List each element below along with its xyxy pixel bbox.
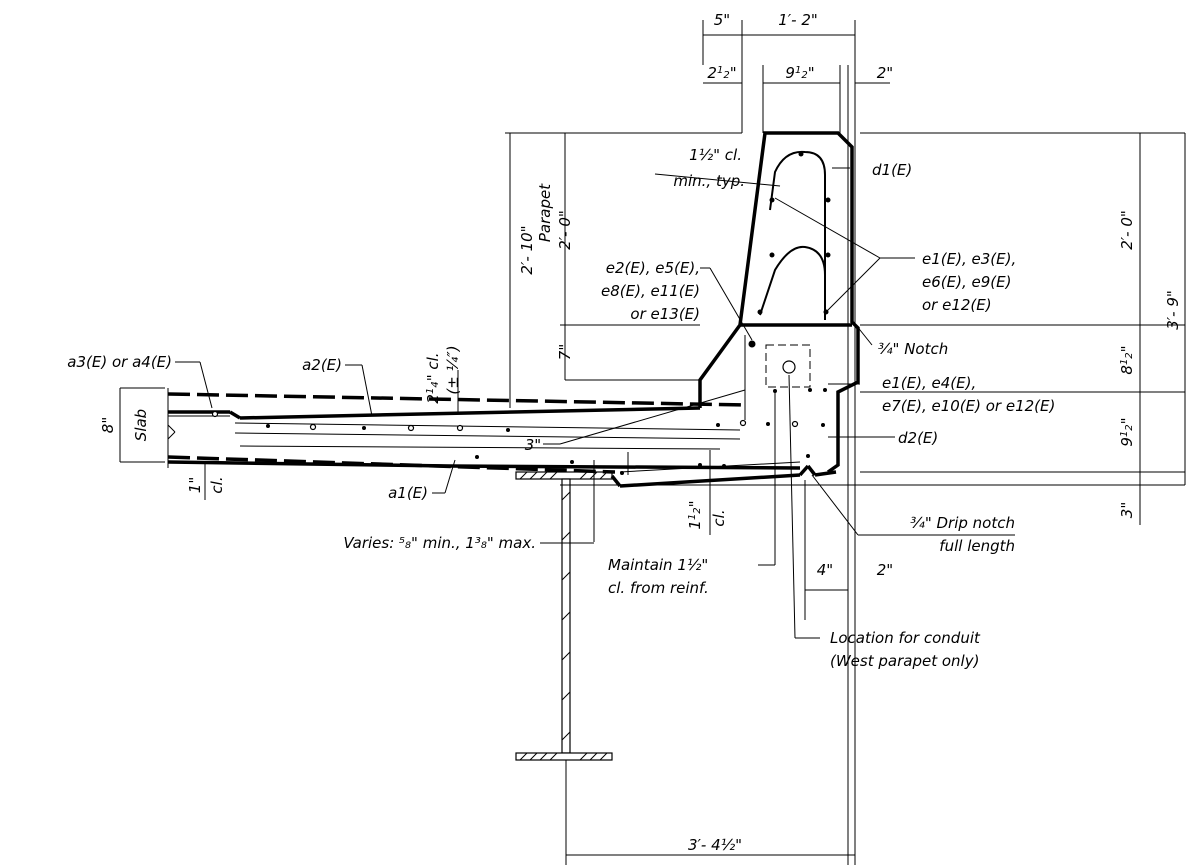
e2-group-line2: e8(E), e11(E) bbox=[601, 282, 700, 300]
dim-2-bottom: 2" bbox=[877, 561, 893, 579]
maintain-line1: Maintain 1½" bbox=[608, 556, 708, 574]
varies-label: Varies: ⁵₈" min., 1³₈" max. bbox=[343, 534, 536, 552]
top-dimensions bbox=[702, 20, 890, 865]
e1-group-line3: or e12(E) bbox=[922, 296, 992, 314]
dim-2-0-right: 2′- 0" bbox=[1118, 210, 1136, 250]
deck-slab bbox=[167, 388, 837, 488]
e4-group-line1: e1(E), e4(E), bbox=[882, 374, 976, 392]
notch-label: ¾" Notch bbox=[878, 340, 948, 358]
dim-2-0-left: 2′- 0" bbox=[556, 210, 574, 250]
e2-group-line3: or e13(E) bbox=[630, 305, 700, 323]
dim-1-2: 1′- 2" bbox=[778, 11, 818, 29]
dim-9-half: 912" bbox=[785, 64, 814, 82]
a1-label: a1(E) bbox=[388, 484, 428, 502]
maintain-line2: cl. from reinf. bbox=[608, 579, 709, 597]
dim-9-half-right: 912" bbox=[1118, 417, 1136, 446]
right-dimensions bbox=[560, 132, 1186, 525]
dim-1-half-cl-text: cl. bbox=[710, 509, 728, 526]
d1-label: d1(E) bbox=[872, 161, 912, 179]
drip-notch-line2: full length bbox=[939, 537, 1015, 555]
dim-2-half: 212" bbox=[707, 64, 736, 82]
dim-4: 4" bbox=[817, 561, 833, 579]
min-cl-line2: min., typ. bbox=[673, 172, 745, 190]
leader-lines bbox=[175, 167, 1015, 639]
e2-group-line1: e2(E), e5(E), bbox=[606, 259, 700, 277]
dim-3-9: 3′- 9" bbox=[1164, 290, 1182, 330]
dim-7: 7" bbox=[556, 344, 574, 360]
a2-label: a2(E) bbox=[302, 356, 342, 374]
e1-group-line1: e1(E), e3(E), bbox=[922, 250, 1016, 268]
dim-3-4-half: 3′- 4½" bbox=[688, 836, 742, 854]
dim-pm-quarter: (± ¼″) bbox=[444, 345, 462, 394]
dim-2-10: 2′- 10" bbox=[518, 225, 536, 274]
dimension-text: 5" 1′- 2" 212" 912" 2" 2′- 10" Parapet 2… bbox=[99, 11, 1182, 854]
dim-1-cl-text: cl. bbox=[208, 476, 226, 493]
parapet-label: Parapet bbox=[536, 183, 554, 242]
min-cl-line1: 1½" cl. bbox=[689, 146, 742, 164]
dim-1-half-cl: 112" bbox=[686, 500, 704, 529]
d2-label: d2(E) bbox=[898, 429, 938, 447]
dim-3-right: 3" bbox=[1118, 502, 1136, 518]
drip-notch-line1: ¾" Drip notch bbox=[910, 514, 1015, 532]
dim-8-half: 812" bbox=[1118, 345, 1136, 374]
callout-text: 1½" cl. min., typ. d1(E) e1(E), e3(E), e… bbox=[67, 146, 1055, 670]
e4-group-line2: e7(E), e10(E) or e12(E) bbox=[882, 397, 1055, 415]
conduit-line1: Location for conduit bbox=[830, 629, 981, 647]
dim-2-quarter: 214" cl. bbox=[424, 352, 442, 403]
steel-girder bbox=[515, 471, 613, 865]
left-dimensions bbox=[119, 132, 855, 856]
parapet-outline bbox=[698, 131, 860, 474]
dim-2-top-right: 2" bbox=[877, 64, 893, 82]
dim-1-cl: 1" bbox=[186, 477, 204, 493]
dim-5: 5" bbox=[714, 11, 730, 29]
slab-label: Slab bbox=[132, 409, 150, 441]
dim-8: 8" bbox=[99, 417, 117, 433]
conduit-line2: (West parapet only) bbox=[830, 652, 979, 670]
dim-3-inline: 3" bbox=[525, 436, 541, 454]
a3-a4-label: a3(E) or a4(E) bbox=[67, 353, 172, 371]
e1-group-line2: e6(E), e9(E) bbox=[922, 273, 1011, 291]
